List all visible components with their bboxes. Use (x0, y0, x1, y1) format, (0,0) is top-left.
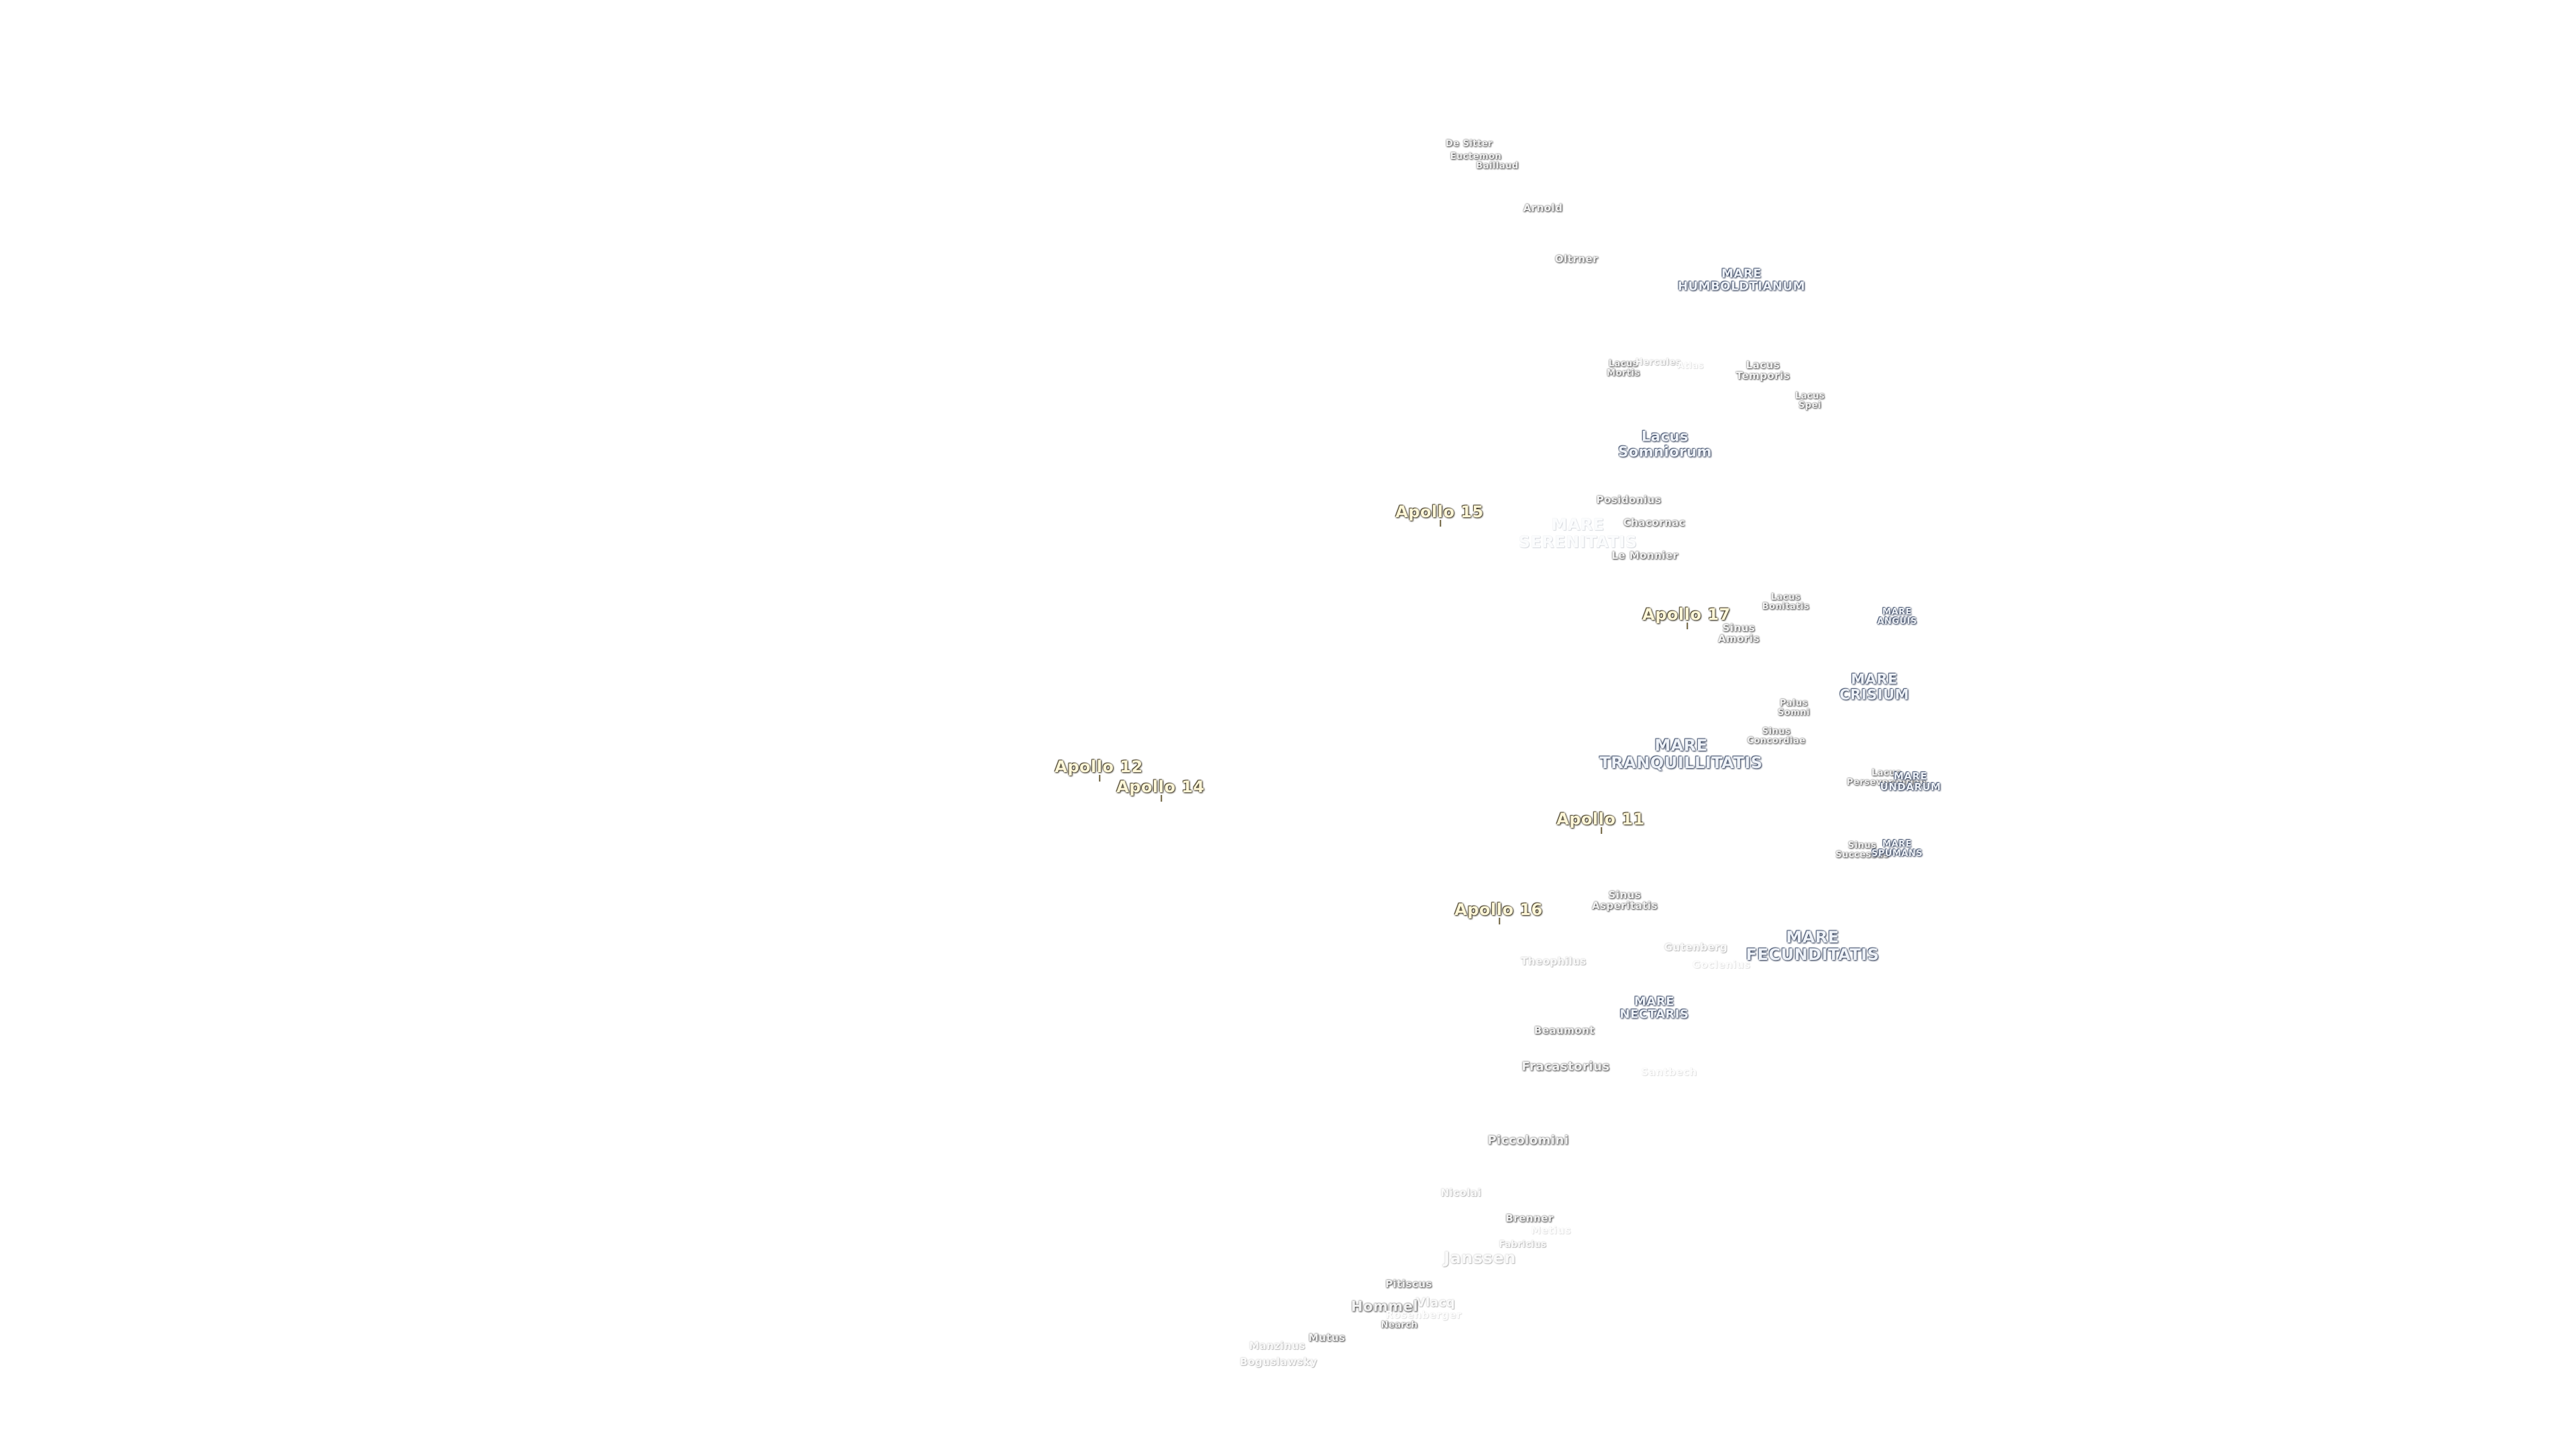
crater-label-de-sitter: De Sitter (1445, 138, 1493, 149)
crater-label-gutenberg: Gutenberg (1664, 941, 1728, 953)
crater-label-beaumont: Beaumont (1534, 1024, 1595, 1036)
bay-label-sinus-concordiae: Sinus Concordiae (1747, 726, 1806, 746)
crater-label-atlas: Atlas (1677, 360, 1704, 371)
sea-label-mare-humboldtianum: MARE HUMBOLDTIANUM (1677, 266, 1806, 294)
crater-label-arnold: Arnold (1523, 201, 1563, 214)
crater-label-nearch: Nearch (1381, 1320, 1418, 1330)
crater-label-rosenberger: Rosenberger (1385, 1308, 1462, 1321)
lake-label-lacus-bonitatis: Lacus Bonitatis (1762, 592, 1810, 612)
crater-label-goclenius: Goclenius (1692, 958, 1751, 971)
crater-label-chacornac: Chacornac (1623, 516, 1686, 529)
sea-label-mare-spumans: MARE SPUMANS (1871, 839, 1923, 859)
crater-label-manzinus: Manzinus (1249, 1339, 1305, 1352)
sea-label-mare-undarum: MARE UNDARUM (1880, 769, 1941, 793)
crater-label-santbech: Santbech (1641, 1065, 1697, 1078)
marsh-label-palus-somni: Palus Somni (1777, 698, 1811, 718)
crater-label-fabricius: Fabricius (1499, 1239, 1547, 1250)
lake-label-lacus-mortis: Lacus Mortis (1607, 358, 1640, 378)
crater-label-oltrner: Oltrner (1554, 252, 1599, 265)
crater-label-brenner: Brenner (1505, 1212, 1554, 1224)
crater-label-vlacq: Vlacq (1415, 1295, 1456, 1310)
crater-label-boguslawsky: Boguslawsky (1240, 1355, 1318, 1368)
crater-label-posidonius: Posidonius (1596, 493, 1662, 506)
sea-label-mare-serenitatis: MARE SERENITATIS (1518, 515, 1638, 551)
landing-site-apollo-11[interactable]: Apollo 11 (1556, 810, 1645, 834)
crater-label-le-monnier-text: Le Monnier (1611, 549, 1678, 561)
crater-label-hercules: Hercules (1635, 357, 1682, 368)
landing-site-apollo-12[interactable]: Apollo 12 (1055, 757, 1143, 782)
crater-label-fracastorius: Fracastorius (1521, 1059, 1610, 1074)
crater-label-theophilus: Theophilus (1521, 955, 1587, 967)
crater-label-pitiscus: Pitiscus (1385, 1277, 1432, 1290)
crater-label-hommel: Hommel (1350, 1298, 1419, 1315)
crater-label-euctemon: Euctemon (1450, 151, 1502, 162)
crater-label-metius: Metius (1530, 1224, 1572, 1236)
bay-label-sinus-asperitatis: Sinus Asperitatis (1591, 888, 1658, 912)
lake-label-lacus-spei: Lacus Spei (1794, 390, 1825, 411)
sea-label-mare-nectaris: MARE NECTARIS (1619, 994, 1689, 1022)
lake-label-lacus-temporis: Lacus Temporis (1735, 358, 1790, 382)
crater-label-janssen: Janssen (1444, 1248, 1516, 1268)
landing-site-apollo-14[interactable]: Apollo 14 (1116, 777, 1205, 802)
crater-label-mutus: Mutus (1308, 1331, 1346, 1344)
bay-label-sinus-amoris: Sinus Amoris (1717, 621, 1760, 645)
sea-label-mare-crisium: MARE CRISIUM (1839, 671, 1909, 702)
bay-label-sinus-successus: Sinus Successus (1835, 840, 1889, 860)
crater-label-le-monnier: Le Monnier (1611, 550, 1678, 561)
landing-site-apollo-16[interactable]: Apollo 16 (1454, 900, 1543, 924)
landing-site-apollo-17[interactable]: Apollo 17 (1642, 605, 1731, 629)
sea-label-mare-tranquillitatis: MARE TRANQUILLITATIS (1599, 736, 1763, 772)
crater-label-baillaud: Baillaud (1476, 160, 1519, 171)
crater-label-nicolai: Nicolai (1440, 1186, 1482, 1199)
sea-label-mare-anguis: MARE ANGUIS (1877, 606, 1917, 627)
crater-label-piccolomini: Piccolomini (1487, 1133, 1569, 1148)
landing-site-apollo-15[interactable]: Apollo 15 (1395, 502, 1484, 527)
lake-label-lacus-perseverantiae: Lacus Perseverantiae (1846, 767, 1927, 788)
lake-label-lacus-somniorum: Lacus Somniorum (1618, 428, 1712, 460)
sea-label-mare-fecunditatis: MARE FECUNDITATIS (1746, 928, 1880, 964)
